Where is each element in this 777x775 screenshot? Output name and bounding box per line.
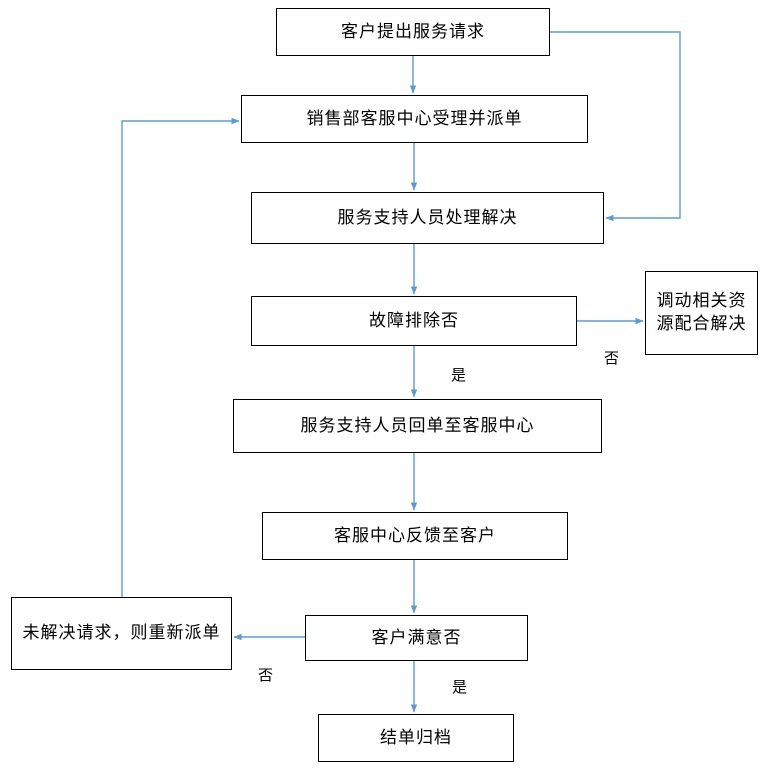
- node-label: 故障排除否: [369, 310, 459, 331]
- node-label: 结单归档: [380, 727, 452, 748]
- node-fault-cleared-decision[interactable]: 故障排除否: [251, 296, 577, 346]
- node-support-staff-report-back[interactable]: 服务支持人员回单至客服中心: [233, 399, 602, 453]
- edge-label-yes-satisfied: 是: [452, 678, 469, 696]
- node-mobilize-resources[interactable]: 调动相关资源配合解决: [645, 271, 758, 355]
- node-label: 未解决请求，则重新派单: [22, 623, 221, 644]
- edge-label-no-fault: 否: [604, 349, 621, 367]
- edge-label-no-satisfied: 否: [258, 666, 275, 684]
- node-label: 服务支持人员回单至客服中心: [300, 415, 535, 436]
- node-customer-request[interactable]: 客户提出服务请求: [276, 8, 550, 56]
- node-label: 客户提出服务请求: [341, 21, 485, 42]
- node-close-and-archive[interactable]: 结单归档: [318, 714, 514, 762]
- node-unresolved-redispatch[interactable]: 未解决请求，则重新派单: [11, 597, 232, 670]
- node-service-center-feedback[interactable]: 客服中心反馈至客户: [262, 512, 568, 560]
- node-label: 服务支持人员处理解决: [337, 207, 518, 228]
- node-label: 客户满意否: [371, 627, 462, 648]
- node-label: 客服中心反馈至客户: [334, 525, 496, 546]
- node-customer-satisfied-decision[interactable]: 客户满意否: [305, 615, 528, 661]
- node-label: 销售部客服中心受理并派单: [306, 108, 523, 129]
- edge-label-yes-fault: 是: [451, 366, 468, 384]
- node-support-staff-resolve[interactable]: 服务支持人员处理解决: [251, 192, 604, 244]
- node-sales-service-center-dispatch[interactable]: 销售部客服中心受理并派单: [241, 95, 588, 143]
- node-label: 调动相关资源配合解决: [656, 291, 747, 334]
